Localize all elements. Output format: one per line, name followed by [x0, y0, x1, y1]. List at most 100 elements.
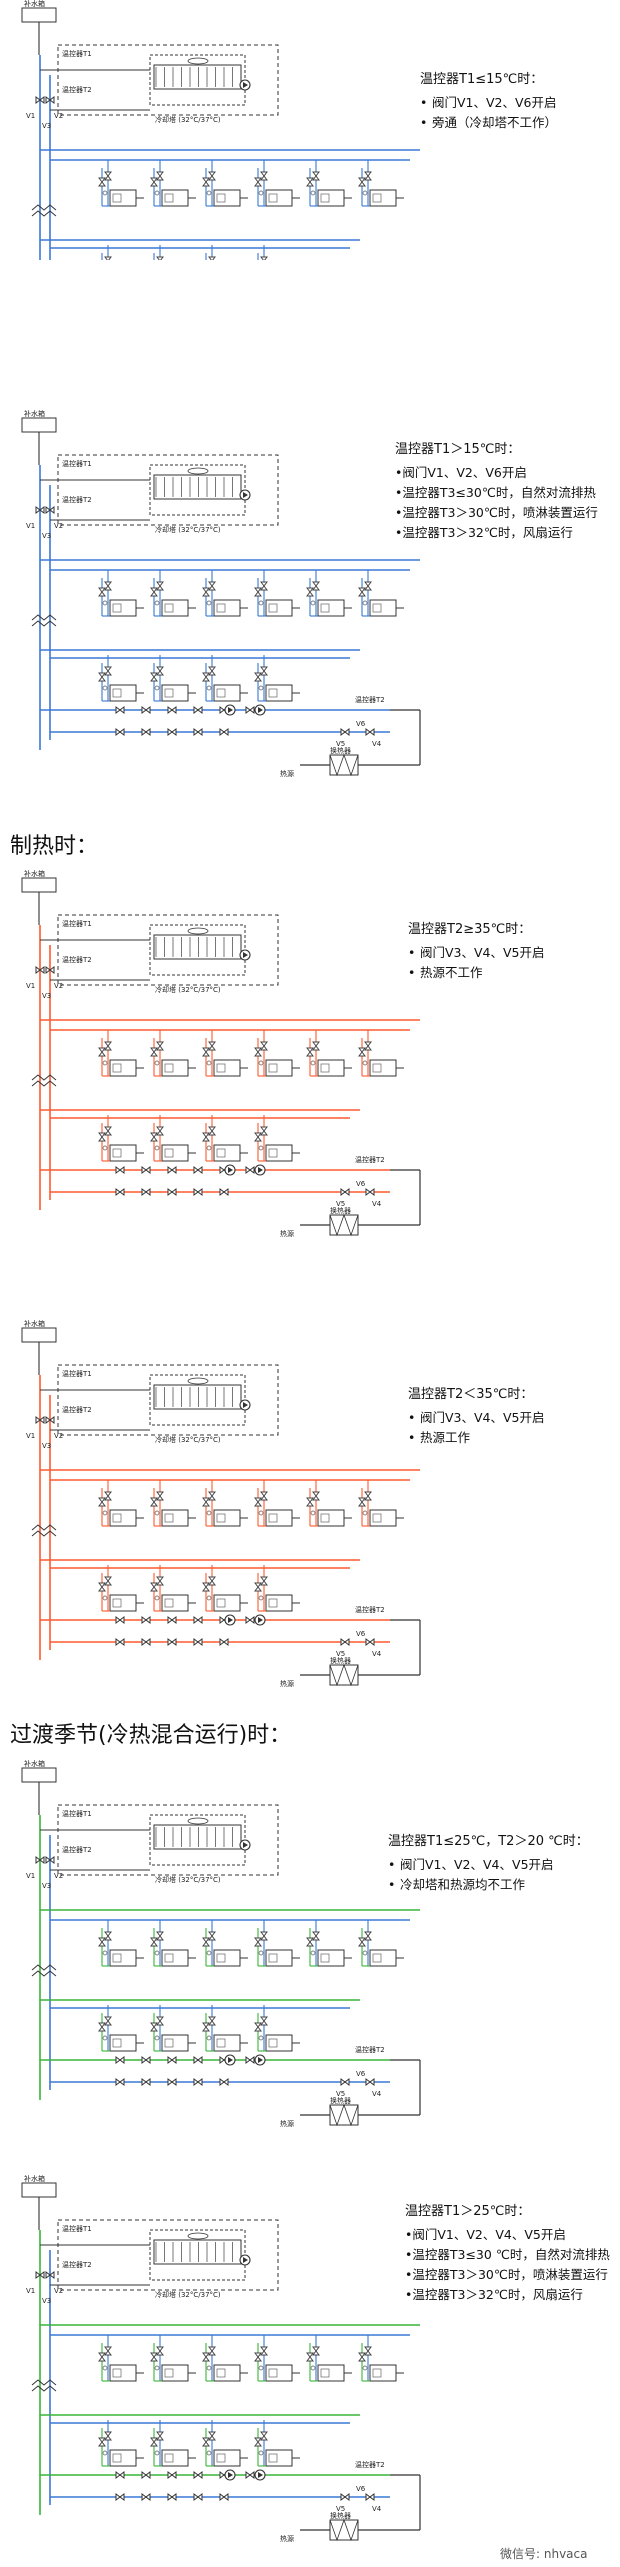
t2-plant-label: 温控器T2 — [355, 2045, 385, 2054]
valve-icon — [260, 1491, 268, 1501]
valve-icon — [193, 706, 203, 714]
break-mark — [31, 620, 57, 627]
valve-icon — [312, 2346, 320, 2356]
break-mark — [31, 614, 57, 621]
note-item: •温控器T3＞30℃时，喷淋装置运行 — [395, 505, 598, 520]
valve-icon — [260, 1126, 268, 1136]
gauge-icon — [154, 2365, 160, 2371]
valve-icon — [202, 672, 210, 682]
unit-panel — [164, 193, 174, 203]
valve-icon — [156, 2431, 164, 2441]
valve-icon — [306, 1047, 314, 1057]
gauge-icon — [310, 600, 316, 606]
gauge-icon — [258, 1595, 264, 1601]
valve-icon — [358, 1497, 366, 1507]
gauge-icon — [362, 1510, 368, 1516]
unit-panel — [112, 2453, 122, 2463]
t1-label: 温控器T1 — [62, 1369, 92, 1378]
unit-panel — [112, 2368, 122, 2378]
note-item: 阀门V1、V2、V6开启 — [420, 93, 615, 113]
heat-source-label: 热源 — [280, 769, 294, 778]
makeup-tank-label: 补水箱 — [24, 870, 45, 878]
gauge-icon — [102, 600, 108, 606]
v6-label: V6 — [356, 1180, 366, 1188]
unit-panel — [372, 193, 382, 203]
v3-label: V3 — [42, 1882, 51, 1890]
valve-icon — [156, 256, 164, 260]
makeup-tank — [21, 1327, 57, 1343]
valve-icon — [202, 1132, 210, 1142]
makeup-tank-label: 补水箱 — [24, 410, 45, 418]
unit-panel — [216, 1063, 226, 1073]
heat-source-label: 热源 — [280, 2119, 294, 2128]
valve-icon — [167, 1638, 177, 1646]
valve-icon — [340, 2078, 350, 2086]
unit-panel — [268, 2453, 278, 2463]
v3-label: V3 — [42, 1442, 51, 1450]
v4-label: V4 — [372, 1650, 382, 1658]
valve-icon — [193, 2056, 203, 2064]
valve-icon — [115, 2078, 125, 2086]
valve-icon — [254, 1937, 262, 1947]
valve-icon — [358, 2352, 366, 2362]
valve-icon — [115, 1638, 125, 1646]
t2-label: 温控器T2 — [62, 2260, 92, 2269]
unit-panel — [372, 603, 382, 613]
valve-icon — [219, 728, 229, 736]
gauge-icon — [102, 1595, 108, 1601]
section-heading-transition: 过渡季节(冷热混合运行)时： — [10, 1723, 292, 1748]
gauge-icon — [258, 1510, 264, 1516]
makeup-tank-label: 补水箱 — [24, 1320, 45, 1328]
heat-exchanger — [329, 1214, 359, 1236]
v6-label: V6 — [356, 2485, 366, 2493]
valve-icon — [202, 1937, 210, 1947]
valve-icon — [150, 1047, 158, 1057]
pump-arrow-icon — [243, 2257, 248, 2263]
valve-icon — [312, 1931, 320, 1941]
valve-icon — [219, 2078, 229, 2086]
valve-icon — [98, 1497, 106, 1507]
unit-panel — [164, 2038, 174, 2048]
valve-icon — [365, 2493, 375, 2501]
note-title: 温控器T1≤15℃时： — [420, 72, 544, 87]
valve-icon — [306, 1937, 314, 1947]
heat-exchanger — [329, 2104, 359, 2126]
unit-panel — [320, 1953, 330, 1963]
valve-icon — [193, 2078, 203, 2086]
unit-panel — [216, 193, 226, 203]
valve-icon — [98, 1582, 106, 1592]
valve-icon — [167, 2056, 177, 2064]
pump-arrow-icon — [243, 492, 248, 498]
unit-panel — [216, 603, 226, 613]
makeup-tank — [21, 2182, 57, 2198]
valve-icon — [35, 2271, 45, 2279]
valve-icon — [364, 171, 372, 181]
valve-icon — [104, 2016, 112, 2026]
hx-plates — [329, 1213, 359, 1237]
t1-label: 温控器T1 — [62, 459, 92, 468]
outdoor-enclosure — [57, 2219, 279, 2291]
valve-icon — [104, 1491, 112, 1501]
valve-icon — [156, 1041, 164, 1051]
unit-panel — [216, 1598, 226, 1608]
valve-icon — [45, 966, 55, 974]
fan-icon — [187, 57, 209, 65]
v5-label: V5 — [336, 2505, 345, 2513]
valve-icon — [167, 706, 177, 714]
valve-icon — [167, 2078, 177, 2086]
unit-panel — [372, 1513, 382, 1523]
unit-panel — [164, 603, 174, 613]
valve-icon — [45, 96, 55, 104]
valve-icon — [115, 1616, 125, 1624]
valve-icon — [104, 171, 112, 181]
valve-icon — [150, 1132, 158, 1142]
heat-source-label: 热源 — [280, 1229, 294, 1238]
gauge-icon — [310, 190, 316, 196]
valve-icon — [156, 1126, 164, 1136]
valve-icon — [358, 587, 366, 597]
valve-icon — [208, 581, 216, 591]
note-item: 阀门V1、V2、V4、V5开启 — [388, 1855, 616, 1875]
valve-icon — [150, 1937, 158, 1947]
